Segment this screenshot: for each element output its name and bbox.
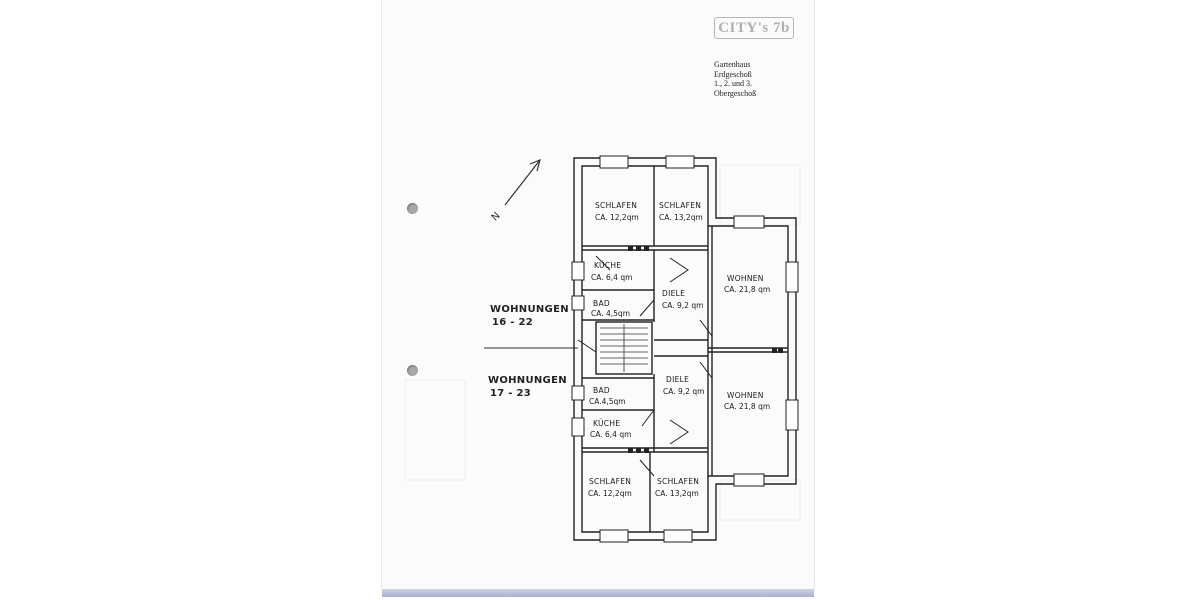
room-area: CA. 9,2 qm bbox=[662, 301, 703, 310]
rooms-lower-group: BAD CA.4,5qm KÜCHE CA. 6,4 qm DIELE CA. … bbox=[588, 375, 770, 498]
north-arrow-icon: N bbox=[490, 158, 541, 223]
apartment-title: WOHNUNGEN bbox=[490, 304, 569, 315]
north-label: N bbox=[490, 210, 503, 223]
door-swings bbox=[577, 255, 713, 477]
room-name: WOHNEN bbox=[727, 391, 764, 400]
punch-hole-bottom bbox=[407, 365, 418, 376]
city-logo: CITY's 7b bbox=[714, 17, 794, 39]
room-area: CA. 4,5qm bbox=[591, 309, 630, 318]
room-name: WOHNEN bbox=[727, 274, 764, 283]
apartment-units: 17 - 23 bbox=[490, 388, 532, 399]
room-area: CA. 21,8 qm bbox=[724, 285, 770, 294]
windows bbox=[571, 155, 799, 543]
room-name: BAD bbox=[593, 299, 610, 308]
apartment-label-upper: WOHNUNGEN 16 - 22 bbox=[490, 303, 569, 329]
building-caption: Gartenhaus Erdgeschoß 1., 2. und 3. Ober… bbox=[714, 60, 756, 98]
page-bottom-edge bbox=[382, 589, 814, 597]
kitchen-fixtures bbox=[628, 246, 783, 453]
room-area: CA. 12,2qm bbox=[595, 213, 639, 222]
caption-line: Obergeschoß bbox=[714, 88, 757, 98]
room-area: CA.4,5qm bbox=[589, 397, 626, 406]
document-page bbox=[382, 0, 814, 590]
punch-hole-top bbox=[407, 203, 418, 214]
room-area: CA. 9,2 qm bbox=[663, 387, 704, 396]
room-name: SCHLAFEN bbox=[659, 201, 701, 210]
apartment-label-lower: WOHNUNGEN 17 - 23 bbox=[488, 374, 567, 400]
room-area: CA. 12,2qm bbox=[588, 489, 632, 498]
room-name: KÜCHE bbox=[594, 261, 621, 270]
staircase bbox=[600, 324, 648, 372]
caption-line: Gartenhaus bbox=[714, 60, 751, 69]
room-name: DIELE bbox=[666, 375, 689, 384]
room-area: CA. 6,4 qm bbox=[591, 273, 632, 282]
apartment-units: 16 - 22 bbox=[492, 317, 534, 328]
room-name: KÜCHE bbox=[593, 419, 620, 428]
room-name: BAD bbox=[593, 386, 610, 395]
rooms-upper-group: SCHLAFEN CA. 12,2qm SCHLAFEN CA. 13,2qm … bbox=[591, 201, 770, 318]
caption-line: 1., 2. und 3. bbox=[714, 79, 752, 88]
room-area: CA. 6,4 qm bbox=[590, 430, 631, 439]
room-name: SCHLAFEN bbox=[595, 201, 637, 210]
room-name: SCHLAFEN bbox=[657, 477, 699, 486]
room-area: CA. 13,2qm bbox=[659, 213, 703, 222]
room-area: CA. 13,2qm bbox=[655, 489, 699, 498]
room-name: SCHLAFEN bbox=[589, 477, 631, 486]
room-area: CA. 21,8 qm bbox=[724, 402, 770, 411]
room-name: DIELE bbox=[662, 289, 685, 298]
apartment-title: WOHNUNGEN bbox=[488, 375, 567, 386]
caption-line: Erdgeschoß bbox=[714, 69, 752, 79]
